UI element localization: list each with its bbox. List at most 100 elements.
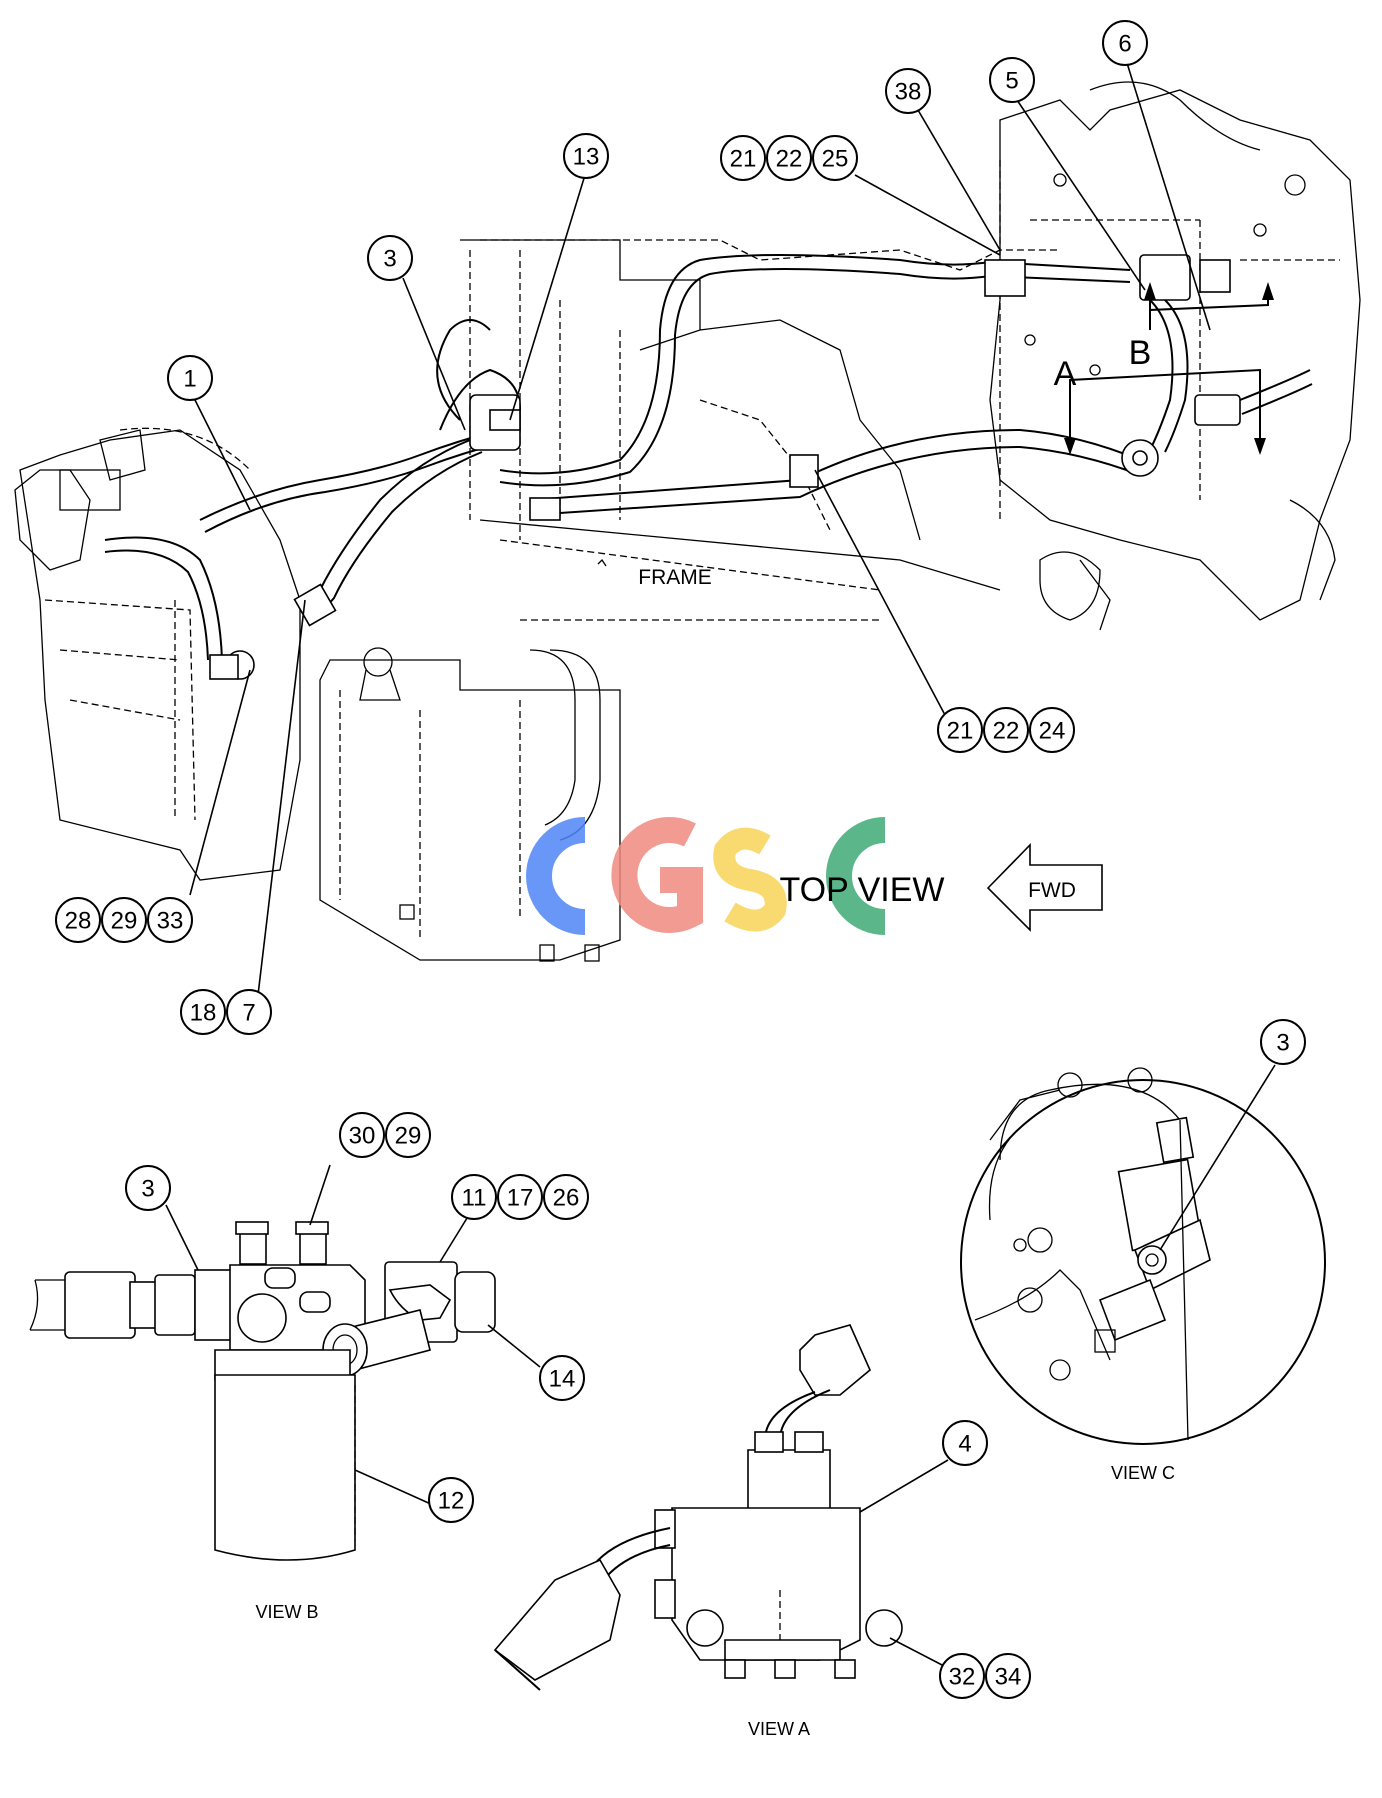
callout-number: 34 bbox=[995, 1664, 1022, 1691]
callout-number: 1 bbox=[183, 366, 196, 393]
callout-circle bbox=[367, 235, 413, 281]
callout-number: 5 bbox=[1005, 68, 1018, 95]
frame-mark-icon bbox=[597, 558, 607, 567]
callout-c28: 28 bbox=[55, 897, 101, 943]
watermark-letter-s bbox=[713, 827, 787, 932]
callout-circle bbox=[428, 1477, 474, 1523]
callout-number: 17 bbox=[507, 1185, 534, 1212]
callout-c26: 26 bbox=[543, 1174, 589, 1220]
callout-circle bbox=[180, 989, 226, 1035]
view-c-drawing bbox=[960, 1067, 1326, 1445]
callout-c13: 13 bbox=[563, 133, 609, 179]
callout-circle bbox=[983, 707, 1029, 753]
callout-c6: 6 bbox=[1102, 20, 1148, 66]
callout-c7: 7 bbox=[226, 989, 272, 1035]
callout-circle bbox=[55, 897, 101, 943]
callout-circle bbox=[385, 1112, 431, 1158]
callout-c1: 1 bbox=[167, 355, 213, 401]
callout-number: 14 bbox=[549, 1366, 576, 1393]
top-view-title: TOP VIEW bbox=[779, 871, 944, 909]
callout-c3-top: 3 bbox=[367, 235, 413, 281]
hose-routing bbox=[104, 254, 1313, 661]
callout-number: 18 bbox=[190, 1000, 217, 1027]
callout-c22-b: 22 bbox=[983, 707, 1029, 753]
callout-number: 3 bbox=[141, 1176, 154, 1203]
callout-c4: 4 bbox=[942, 1420, 988, 1466]
callout-c32: 32 bbox=[939, 1653, 985, 1699]
callout-circle bbox=[563, 133, 609, 179]
callout-c18: 18 bbox=[180, 989, 226, 1035]
callout-number: 26 bbox=[553, 1185, 580, 1212]
callout-c25: 25 bbox=[812, 135, 858, 181]
callout-c21-a: 21 bbox=[720, 135, 766, 181]
callout-number: 28 bbox=[65, 908, 92, 935]
callout-number: 30 bbox=[349, 1123, 376, 1150]
view-b-drawing bbox=[29, 1221, 496, 1561]
callout-number: 25 bbox=[822, 146, 849, 173]
callout-c3-viewc: 3 bbox=[1260, 1019, 1306, 1065]
section-b-label: B bbox=[1129, 334, 1152, 372]
callout-number: 33 bbox=[157, 908, 184, 935]
callout-number: 29 bbox=[111, 908, 138, 935]
callout-circle bbox=[226, 989, 272, 1035]
callout-number: 21 bbox=[947, 718, 974, 745]
callout-number: 3 bbox=[383, 246, 396, 273]
callout-circle bbox=[985, 1653, 1031, 1699]
callout-c3-viewb: 3 bbox=[125, 1165, 171, 1211]
callout-number: 3 bbox=[1276, 1030, 1289, 1057]
callout-c29-b: 29 bbox=[385, 1112, 431, 1158]
callout-circle bbox=[1029, 707, 1075, 753]
callout-circle bbox=[147, 897, 193, 943]
callout-c12: 12 bbox=[428, 1477, 474, 1523]
callout-c38: 38 bbox=[885, 68, 931, 114]
callout-circle bbox=[451, 1174, 497, 1220]
callout-circle bbox=[539, 1355, 585, 1401]
callout-circle bbox=[885, 68, 931, 114]
callout-c21-b: 21 bbox=[937, 707, 983, 753]
fwd-arrow: FWD bbox=[986, 843, 1103, 932]
callout-circle bbox=[937, 707, 983, 753]
callout-circle bbox=[812, 135, 858, 181]
callout-c30: 30 bbox=[339, 1112, 385, 1158]
top-view-machine bbox=[14, 81, 1361, 962]
view-a-label: VIEW A bbox=[748, 1719, 810, 1739]
callout-number: 13 bbox=[573, 144, 600, 171]
callout-circle bbox=[125, 1165, 171, 1211]
view-b-label: VIEW B bbox=[255, 1602, 318, 1622]
callout-number: 11 bbox=[462, 1185, 487, 1212]
watermark-letter-c1 bbox=[526, 817, 586, 935]
view-c-label: VIEW C bbox=[1111, 1463, 1175, 1483]
callout-number: 24 bbox=[1039, 718, 1066, 745]
callout-c17: 17 bbox=[497, 1174, 543, 1220]
watermark-letter-g bbox=[611, 817, 703, 933]
callout-c34: 34 bbox=[985, 1653, 1031, 1699]
callout-circle bbox=[339, 1112, 385, 1158]
watermark-logo bbox=[526, 817, 886, 935]
leader-lines bbox=[165, 62, 1276, 1667]
callout-number: 29 bbox=[395, 1123, 422, 1150]
callout-circle bbox=[167, 355, 213, 401]
callout-c24: 24 bbox=[1029, 707, 1075, 753]
callout-c14: 14 bbox=[539, 1355, 585, 1401]
callout-circle bbox=[1260, 1019, 1306, 1065]
callout-number: 22 bbox=[776, 146, 803, 173]
callout-number: 7 bbox=[242, 1000, 255, 1027]
callout-circle bbox=[766, 135, 812, 181]
callout-number: 21 bbox=[730, 146, 757, 173]
callout-circle bbox=[497, 1174, 543, 1220]
callout-c33: 33 bbox=[147, 897, 193, 943]
callout-circle bbox=[720, 135, 766, 181]
callout-number: 4 bbox=[958, 1431, 971, 1458]
callout-circle bbox=[101, 897, 147, 943]
view-a-drawing bbox=[493, 1324, 903, 1691]
callout-circle bbox=[1102, 20, 1148, 66]
callout-circle bbox=[939, 1653, 985, 1699]
section-a-label: A bbox=[1054, 355, 1077, 393]
callout-number: 22 bbox=[993, 718, 1020, 745]
callout-circle bbox=[942, 1420, 988, 1466]
section-markers: A B bbox=[1054, 282, 1274, 455]
callout-number: 6 bbox=[1118, 31, 1131, 58]
